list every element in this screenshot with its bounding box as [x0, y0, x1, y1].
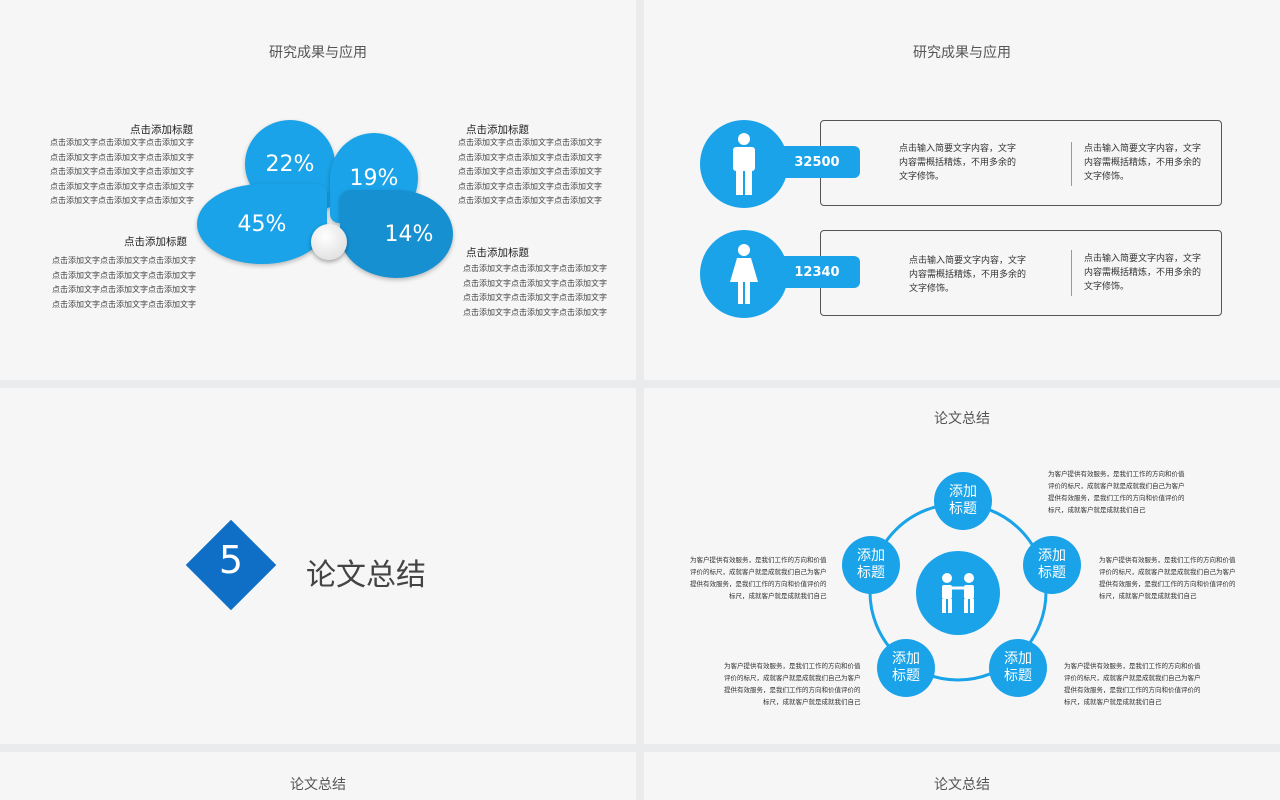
card-text: 点击输入简要文字内容，文字 内容需概括精炼，不用多余的 文字修饰。	[909, 256, 1027, 294]
slide-thumbnail-4[interactable]: 论文总结 添加 标题 添加 标题 添加 标题 添加 标题 添加 标题 为客户提供…	[644, 388, 1280, 744]
petal-14: 14%	[340, 190, 453, 278]
slide-thumbnail-6[interactable]: 论文总结	[644, 752, 1280, 800]
card-divider	[1071, 142, 1072, 186]
slide-thumbnail-5[interactable]: 论文总结	[0, 752, 636, 800]
block-body: 点击添加文字点击添加文字点击添加文字 点击添加文字点击添加文字点击添加文字 点击…	[50, 138, 194, 205]
female-person-icon	[700, 230, 788, 318]
petal-label: 22%	[265, 151, 315, 177]
block-heading: 点击添加标题	[130, 124, 193, 136]
block-body: 点击添加文字点击添加文字点击添加文字 点击添加文字点击添加文字点击添加文字 点击…	[52, 256, 196, 309]
petal-label: 45%	[237, 211, 287, 237]
petal-45: 45%	[197, 184, 327, 264]
cycle-text: 为客户提供有效服务，是我们工作的方向和价值 评价的标尺，成就客户就是成就我们自己…	[1099, 556, 1236, 600]
cycle-node: 添加 标题	[877, 639, 935, 697]
block-heading: 点击添加标题	[466, 247, 529, 259]
value-pill: 32500	[774, 146, 860, 178]
two-people-icon	[916, 551, 1000, 635]
cycle-node: 添加 标题	[1023, 536, 1081, 594]
petal-label: 14%	[384, 221, 434, 247]
slide-title: 论文总结	[290, 777, 346, 793]
card-text: 点击输入简要文字内容，文字 内容需概括精炼，不用多余的 文字修饰。	[1084, 254, 1202, 292]
cycle-text: 为客户提供有效服务，是我们工作的方向和价值 评价的标尺，成就客户就是成就我们自己…	[1048, 470, 1185, 514]
slide-thumbnail-1[interactable]: 研究成果与应用 点击添加标题 点击添加文字点击添加文字点击添加文字 点击添加文字…	[0, 0, 636, 380]
block-body: 点击添加文字点击添加文字点击添加文字 点击添加文字点击添加文字点击添加文字 点击…	[458, 138, 602, 205]
petal-center-dot	[311, 224, 347, 260]
section-title: 论文总结	[306, 558, 426, 593]
slide-thumbnail-3[interactable]: 5 论文总结	[0, 388, 636, 744]
cycle-text: 为客户提供有效服务，是我们工作的方向和价值 评价的标尺，成就客户就是成就我们自己…	[1064, 662, 1201, 706]
slide-title: 研究成果与应用	[269, 45, 367, 61]
slide-title: 论文总结	[934, 777, 990, 793]
card-text: 点击输入简要文字内容，文字 内容需概括精炼，不用多余的 文字修饰。	[1084, 144, 1202, 182]
cycle-node: 添加 标题	[989, 639, 1047, 697]
card-text: 点击输入简要文字内容，文字 内容需概括精炼，不用多余的 文字修饰。	[899, 144, 1017, 182]
block-heading: 点击添加标题	[124, 236, 187, 248]
cycle-node: 添加 标题	[842, 536, 900, 594]
male-person-icon	[700, 120, 788, 208]
petal-label: 19%	[349, 165, 399, 191]
cycle-node: 添加 标题	[934, 472, 992, 530]
slide-title: 研究成果与应用	[913, 45, 1011, 61]
value-pill: 12340	[774, 256, 860, 288]
block-body: 点击添加文字点击添加文字点击添加文字 点击添加文字点击添加文字点击添加文字 点击…	[463, 264, 607, 317]
block-heading: 点击添加标题	[466, 124, 529, 136]
card-divider	[1071, 250, 1072, 296]
slide-thumbnail-2[interactable]: 研究成果与应用 32500 点击输入简要文字内容，文字 内容需概括精炼，不用多余…	[644, 0, 1280, 380]
slide-title: 论文总结	[934, 411, 990, 427]
cycle-text: 为客户提供有效服务，是我们工作的方向和价值 评价的标尺，成就客户就是成就我们自己…	[690, 556, 827, 600]
section-number: 5	[218, 538, 244, 582]
cycle-text: 为客户提供有效服务，是我们工作的方向和价值 评价的标尺，成就客户就是成就我们自己…	[724, 662, 861, 706]
